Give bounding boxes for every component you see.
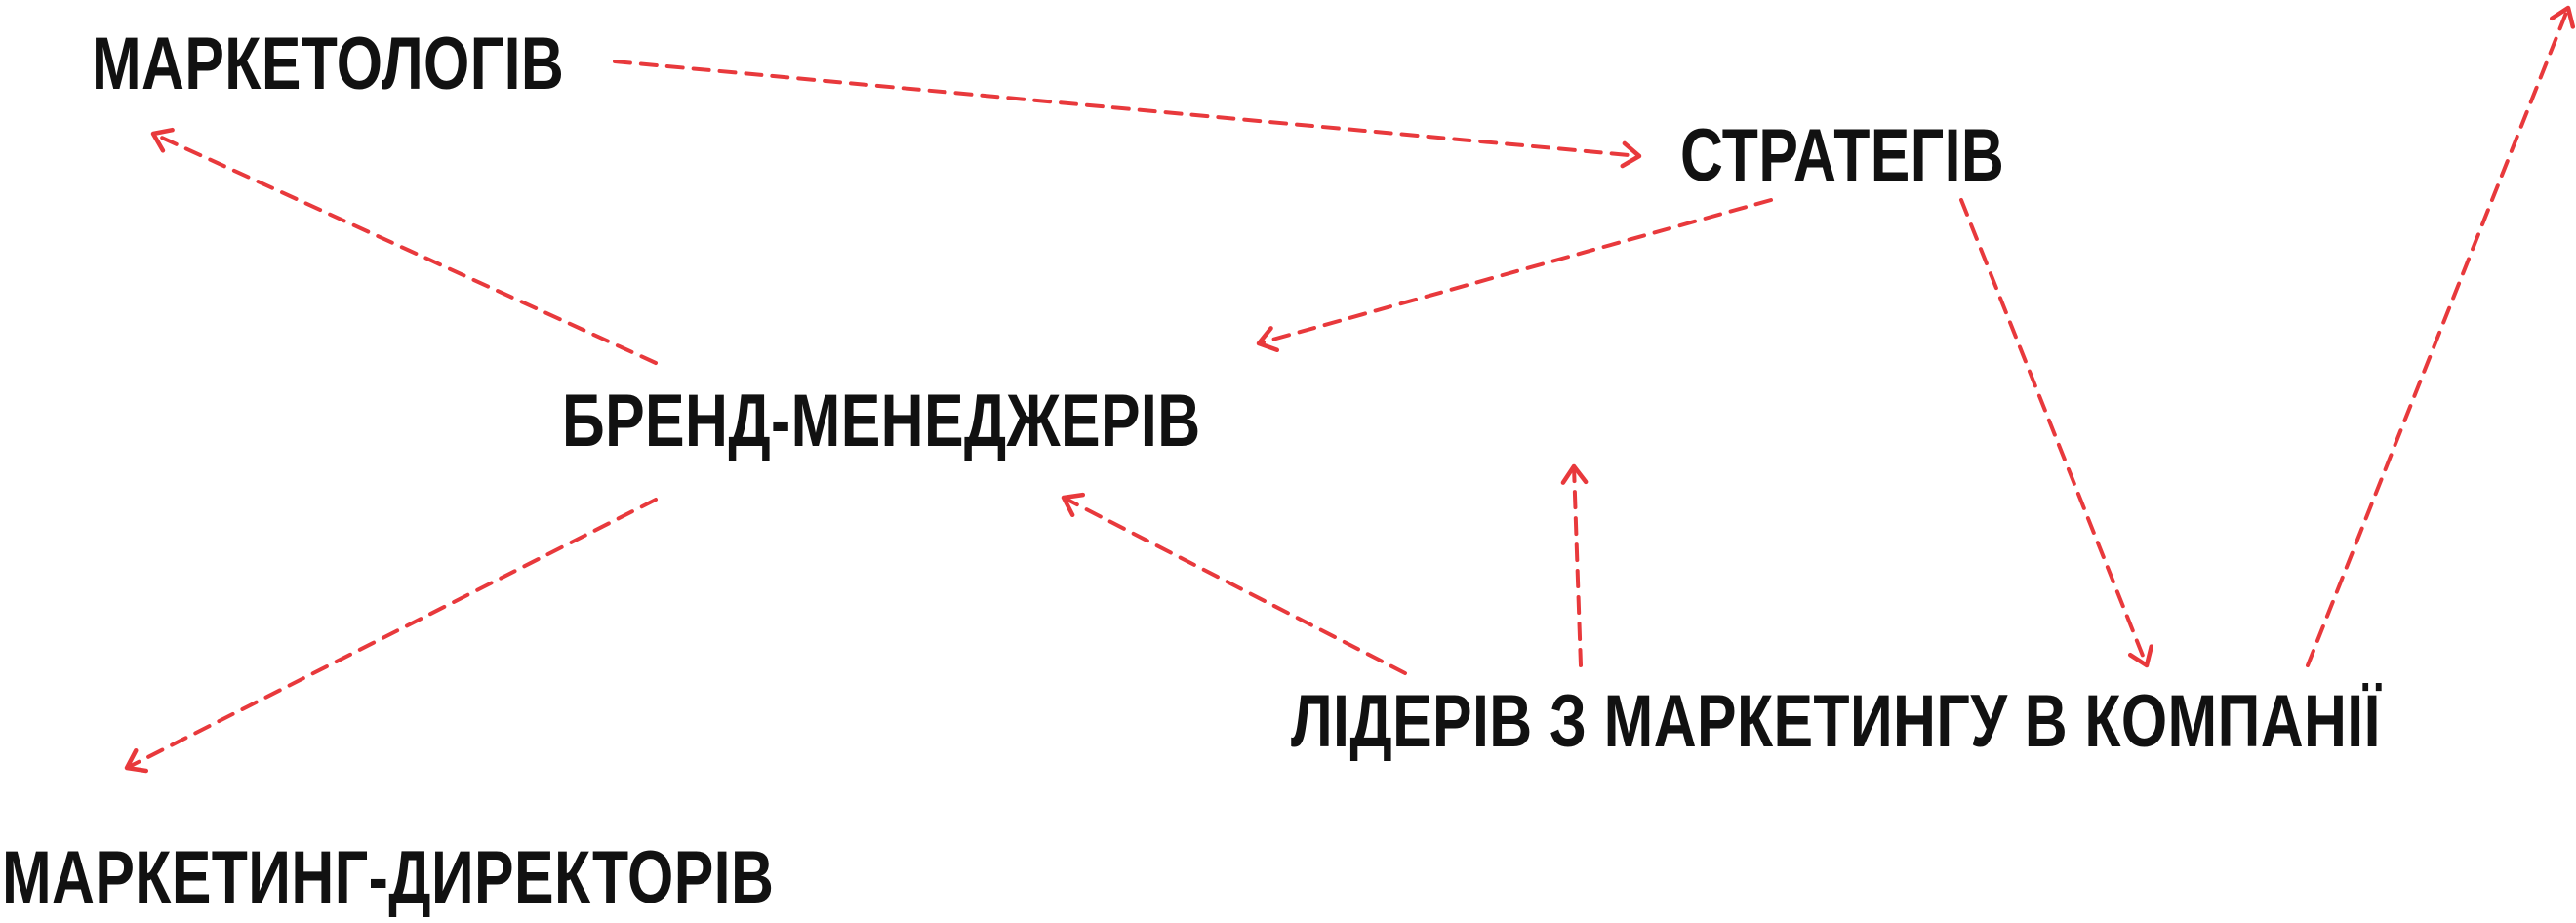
arrow-lideriv-to-offscreen-top-right [2306,5,2576,667]
arrow-strategiv-to-lideriv [1959,198,2154,668]
arrow-head [1620,140,1642,169]
arrow-head [124,748,149,774]
node-marketologiv: МАРКЕТОЛОГІВ [92,22,565,105]
arrow-head [2549,5,2576,29]
node-lideriv-z-marketyngu: ЛІДЕРІВ З МАРКЕТИНГУ В КОМПАНІЇ [1291,680,2381,763]
arrow-line [1572,464,1583,667]
arrow-head [2127,644,2154,668]
arrow-line [1257,198,1773,345]
arrow-brend_menedzheriv-to-marketologiv [150,127,658,365]
arrow-line [125,498,658,770]
arrow-line [1959,198,2149,667]
arrow-head [150,127,175,153]
arrow-head [1560,463,1589,485]
arrow-lideriv-to-offscreen-up [1560,463,1589,667]
node-brend-menedzheriv: БРЕНД-МЕНЕДЖЕРІВ [562,380,1201,462]
arrow-head [1061,492,1086,518]
arrow-lideriv-to-brend_menedzheriv [1061,492,1407,675]
node-marketing-dyrektoriv: МАРКЕТИНГ-ДИРЕКТОРІВ [2,836,775,919]
arrow-head [1256,326,1280,353]
node-strategiv: СТРАТЕГІВ [1680,114,2005,197]
arrow-marketologiv-to-strategiv [613,60,1642,169]
arrow-line [151,132,658,365]
arrow-line [613,60,1641,158]
arrow-line [1062,496,1407,675]
arrow-strategiv-to-brend_menedzheriv [1256,198,1773,353]
arrow-brend_menedzheriv-to-marketing_dyrektoriv [124,498,658,774]
arrow-line [2306,6,2570,667]
